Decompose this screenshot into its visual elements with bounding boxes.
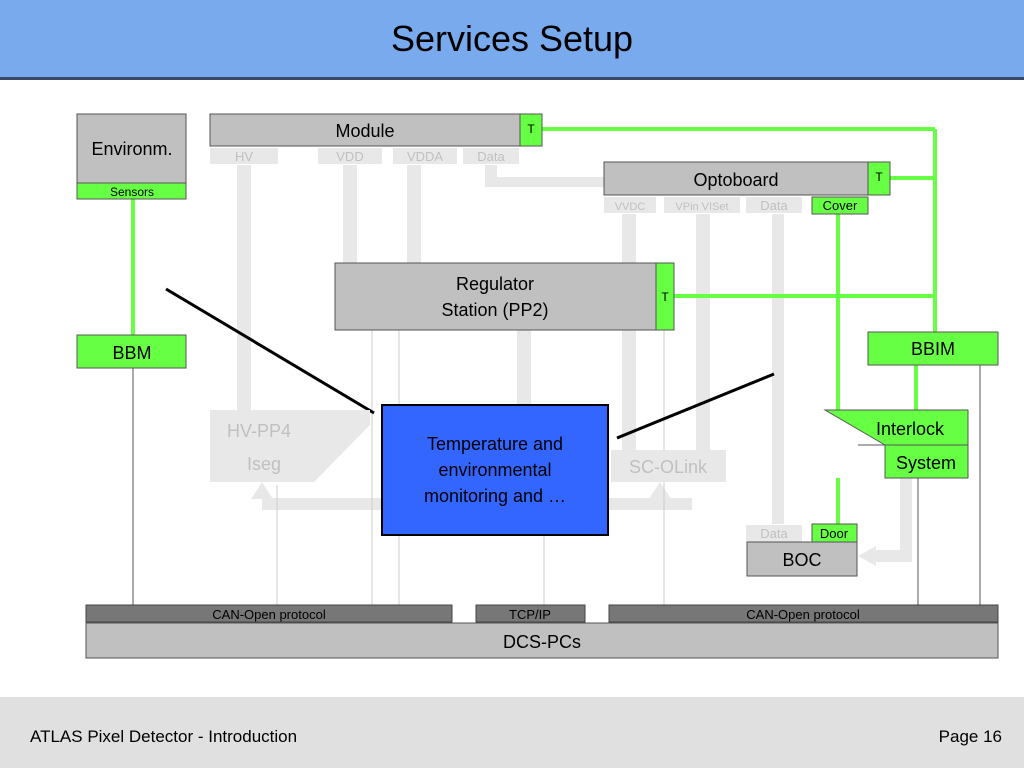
optoboard-label: Optoboard bbox=[693, 170, 778, 190]
vpin-tag bbox=[664, 197, 740, 213]
data-boc-tag bbox=[746, 525, 802, 542]
tcpip-bar bbox=[475, 604, 586, 623]
temp-label-3: monitoring and … bbox=[424, 486, 566, 506]
interlock-label-2: System bbox=[896, 453, 956, 473]
can-open-bar-right bbox=[608, 604, 999, 623]
bbim-label: BBIM bbox=[911, 339, 955, 359]
environm-box bbox=[76, 113, 187, 185]
vpin-label: VPin VISet bbox=[675, 201, 728, 213]
regulator-box bbox=[334, 262, 657, 331]
slide-header: Services Setup bbox=[0, 0, 1024, 80]
data-module-label: Data bbox=[477, 149, 505, 164]
temp-label-1: Temperature and bbox=[427, 434, 563, 454]
temp-label-2: environmental bbox=[438, 460, 551, 480]
sensors-label: Sensors bbox=[110, 185, 154, 199]
bbm-box bbox=[76, 334, 187, 369]
data-opto-tag bbox=[746, 197, 802, 213]
vvdc-tag bbox=[604, 197, 656, 213]
bbm-label: BBM bbox=[112, 343, 151, 363]
dcs-pcs-label: DCS-PCs bbox=[503, 632, 581, 652]
temp-monitoring-box bbox=[381, 404, 609, 536]
dark-lines bbox=[132, 365, 981, 605]
arrow-head-hv bbox=[251, 482, 273, 499]
regulator-label-1: Regulator bbox=[456, 274, 534, 294]
environm-label: Environm. bbox=[91, 139, 172, 159]
pointer-line-right bbox=[616, 372, 775, 440]
cover-box bbox=[811, 196, 869, 215]
module-label: Module bbox=[335, 121, 394, 141]
hv-label: HV bbox=[235, 149, 253, 164]
page-title: Services Setup bbox=[390, 18, 634, 59]
module-t-box bbox=[519, 113, 543, 147]
bbim-box bbox=[867, 331, 999, 366]
dcs-pcs-box bbox=[85, 622, 999, 659]
vdda-tag bbox=[393, 148, 457, 164]
interlock-label-1: Interlock bbox=[876, 419, 945, 439]
page-number: Page 16 bbox=[938, 727, 1002, 746]
can-open-bar-left bbox=[85, 604, 453, 623]
optoboard-box bbox=[603, 161, 869, 196]
cover-label: Cover bbox=[823, 198, 858, 213]
opto-t-label: T bbox=[875, 170, 883, 184]
sensors-box bbox=[76, 182, 187, 200]
can-open-label-left: CAN-Open protocol bbox=[212, 607, 326, 622]
opto-t-box bbox=[867, 161, 891, 196]
vvdc-label: VVDC bbox=[615, 201, 646, 213]
hvpp4-label-1: HV-PP4 bbox=[227, 421, 291, 441]
green-lines bbox=[131, 127, 937, 524]
footer-title: ATLAS Pixel Detector - Introduction bbox=[30, 727, 298, 746]
scolink-box bbox=[611, 450, 726, 482]
vdd-label: VDD bbox=[336, 149, 363, 164]
hvpp4-box bbox=[210, 410, 370, 482]
reg-t-label: T bbox=[661, 290, 669, 304]
arrow-head-scolink bbox=[649, 482, 671, 499]
arrow-head-boc bbox=[858, 546, 876, 566]
module-box bbox=[209, 113, 521, 147]
hv-tag bbox=[210, 148, 278, 164]
vdd-tag bbox=[318, 148, 382, 164]
scolink-label: SC-OLink bbox=[629, 457, 708, 477]
regulator-label-2: Station (PP2) bbox=[441, 300, 548, 320]
pointer-line-left bbox=[165, 287, 375, 415]
hvpp4-label-2: Iseg bbox=[247, 454, 281, 474]
data-module-tag bbox=[463, 148, 519, 164]
can-open-label-right: CAN-Open protocol bbox=[746, 607, 860, 622]
data-boc-label: Data bbox=[760, 526, 788, 541]
module-t-label: T bbox=[527, 122, 535, 136]
interlock-box bbox=[823, 409, 969, 479]
vdda-label: VDDA bbox=[407, 149, 443, 164]
slide-footer: ATLAS Pixel Detector - Introduction Page… bbox=[0, 697, 1024, 768]
data-opto-label: Data bbox=[760, 198, 788, 213]
boc-label: BOC bbox=[782, 550, 821, 570]
door-label: Door bbox=[820, 526, 849, 541]
boc-box bbox=[746, 541, 858, 577]
tcpip-label: TCP/IP bbox=[509, 607, 551, 622]
reg-t-box bbox=[655, 262, 675, 331]
